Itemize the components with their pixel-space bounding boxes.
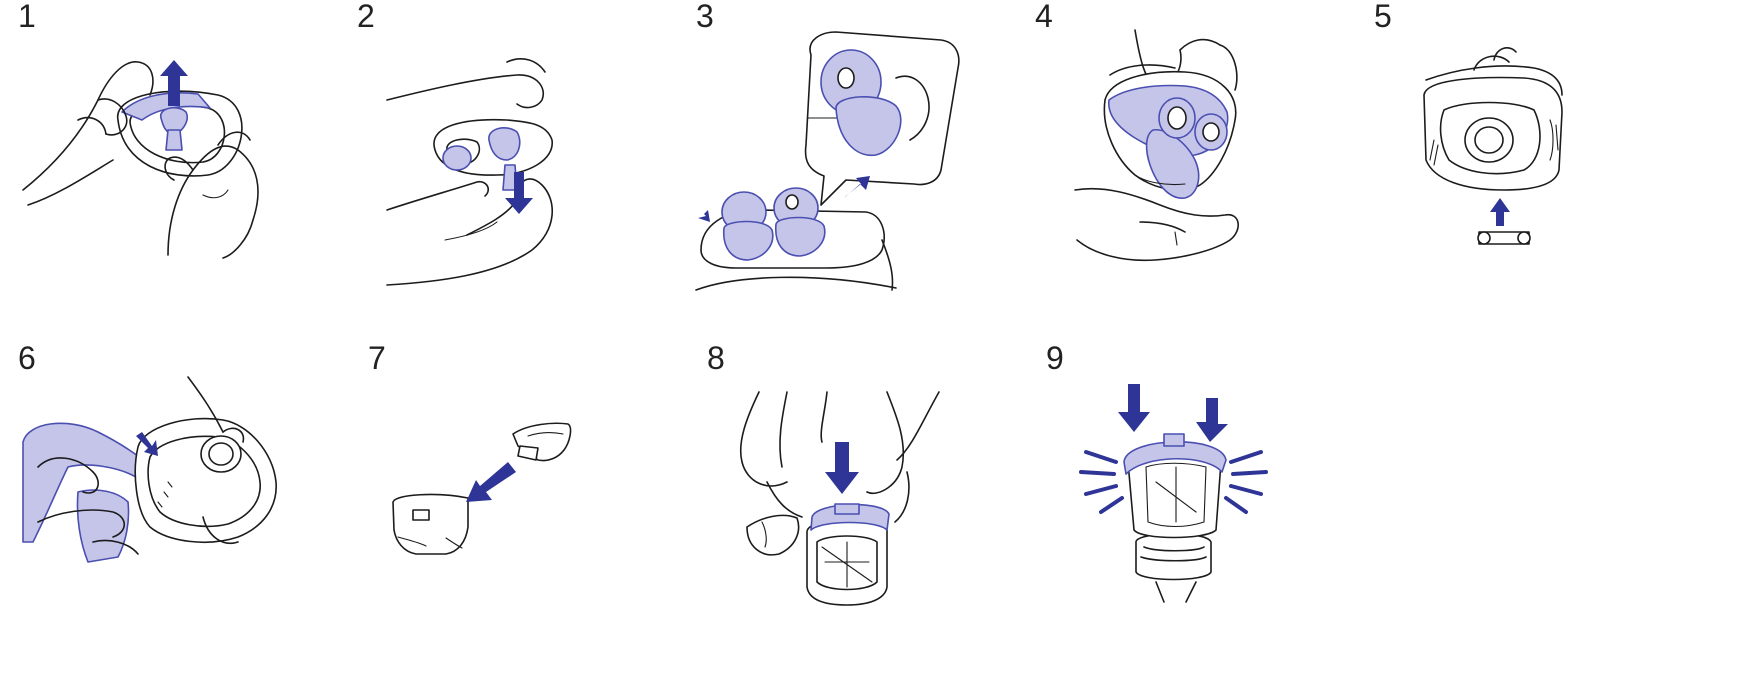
step-9: 9 xyxy=(1046,342,1336,642)
step-3: 3 xyxy=(696,0,986,300)
step-number: 4 xyxy=(1035,0,1053,32)
step-2: 2 xyxy=(357,0,647,300)
step-number: 8 xyxy=(707,342,725,374)
up-arrow-icon xyxy=(1490,198,1510,226)
step-number: 2 xyxy=(357,0,375,32)
step-number: 1 xyxy=(18,0,36,32)
step-6: 6 xyxy=(18,342,308,642)
down-arrow-icon xyxy=(1196,398,1228,442)
step-5-illustration xyxy=(1374,0,1664,300)
down-arrow-icon xyxy=(1118,384,1150,432)
step-8: 8 xyxy=(707,342,997,642)
step-3-illustration xyxy=(696,0,986,300)
step-1: 1 xyxy=(18,0,308,300)
step-number: 7 xyxy=(368,342,386,374)
step-number: 9 xyxy=(1046,342,1064,374)
step-5: 5 xyxy=(1374,0,1664,300)
step-7-illustration xyxy=(368,342,658,642)
step-6-illustration xyxy=(18,342,308,642)
step-number: 6 xyxy=(18,342,36,374)
step-9-illustration xyxy=(1046,342,1336,642)
step-number: 3 xyxy=(696,0,714,32)
step-8-illustration xyxy=(707,342,997,642)
step-1-illustration xyxy=(18,0,308,300)
down-arrow-icon xyxy=(825,442,859,494)
step-7: 7 xyxy=(368,342,658,642)
step-4-illustration xyxy=(1035,0,1325,300)
down-arrow-icon xyxy=(696,206,710,222)
step-2-illustration xyxy=(357,0,647,300)
down-left-arrow-icon xyxy=(466,462,516,502)
step-4: 4 xyxy=(1035,0,1325,300)
step-number: 5 xyxy=(1374,0,1392,32)
